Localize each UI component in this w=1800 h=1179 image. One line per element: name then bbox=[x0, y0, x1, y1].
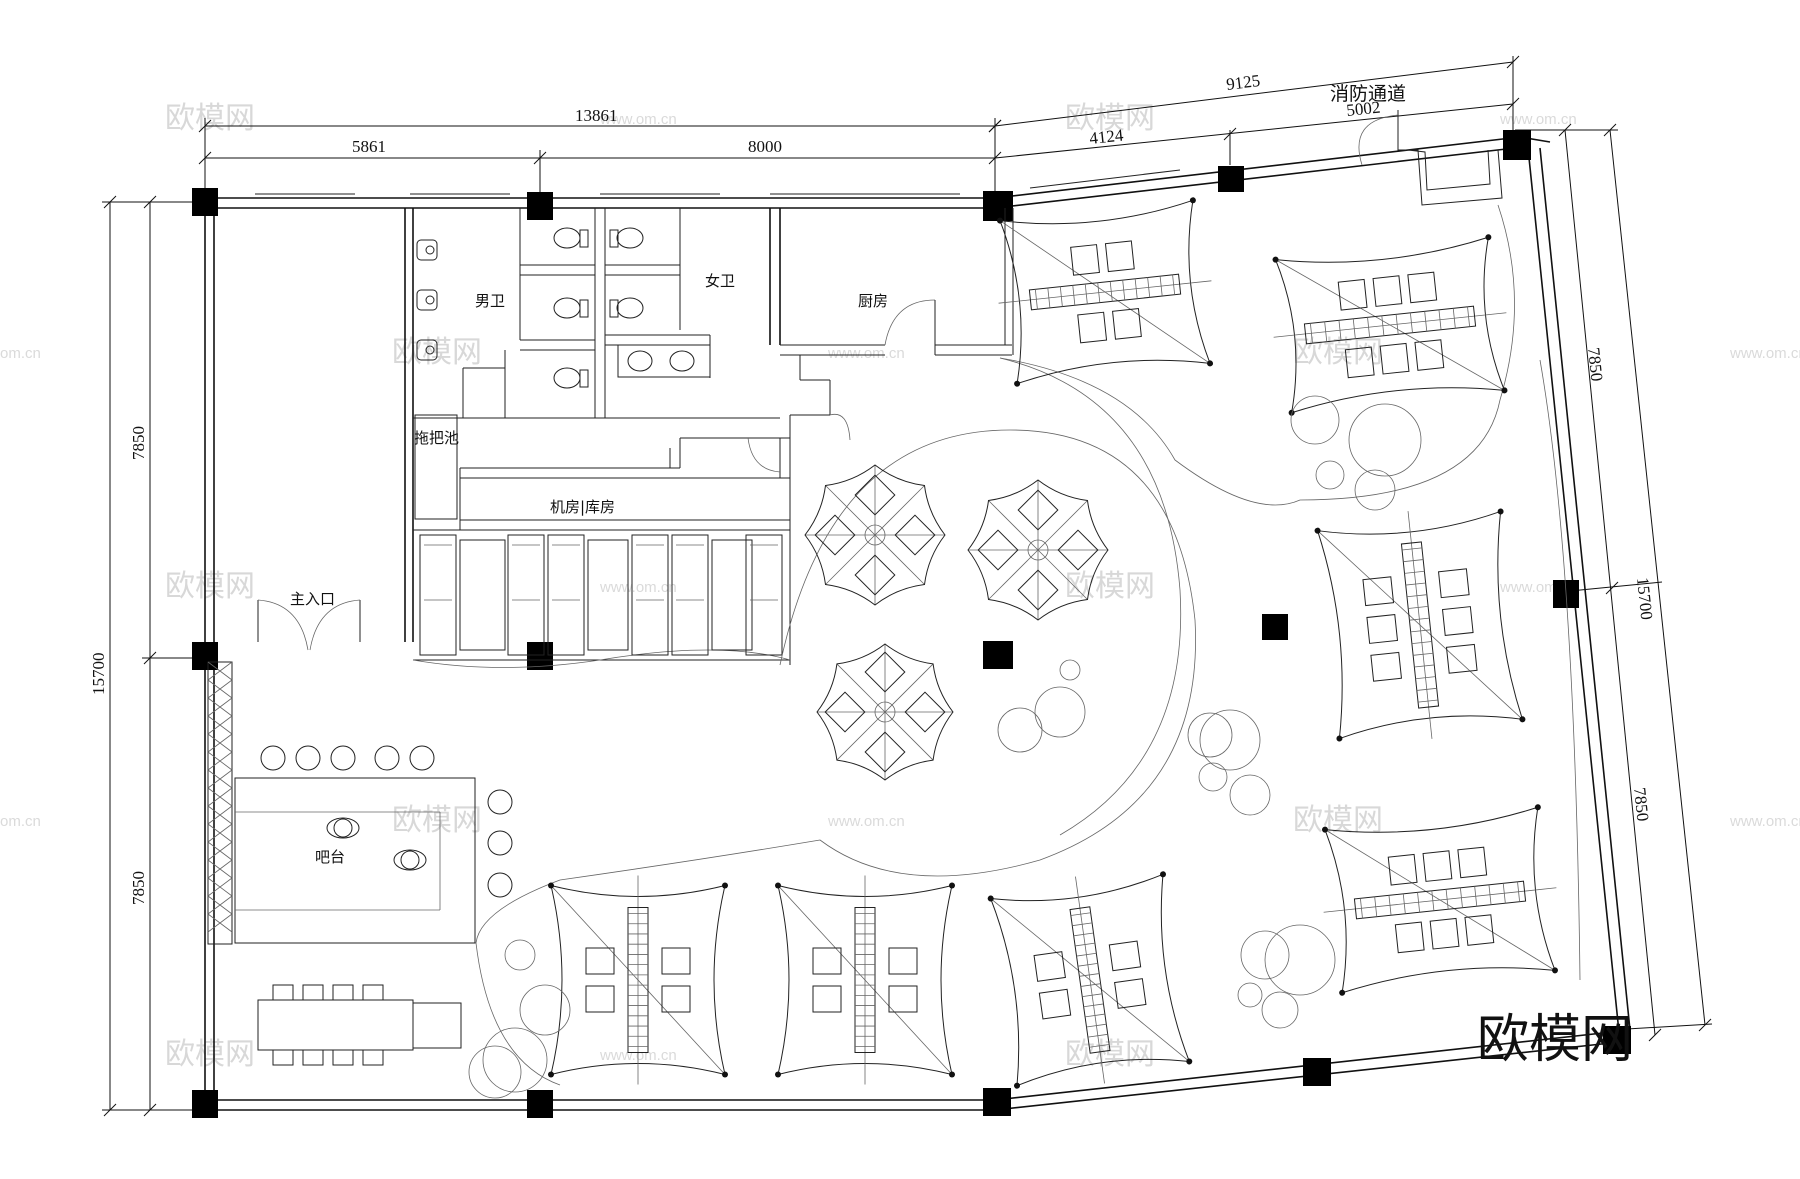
toilet-icon bbox=[553, 297, 589, 319]
structural-columns bbox=[192, 130, 1631, 1118]
watermark-text: 欧模网 bbox=[1293, 803, 1383, 838]
dim-top-total: 13861 bbox=[575, 106, 618, 125]
interior-walls bbox=[207, 110, 1503, 945]
planters bbox=[468, 395, 1422, 1099]
urinal-icon bbox=[416, 339, 438, 361]
tent-table-icon bbox=[1322, 804, 1558, 996]
restroom-fixtures bbox=[416, 227, 711, 389]
umbrella-table-icon bbox=[816, 643, 954, 781]
dim-slanted-total: 9125 bbox=[1225, 71, 1261, 94]
outer-walls bbox=[204, 136, 1631, 1111]
umbrella-table-clusters bbox=[804, 464, 1109, 781]
long-dining-table bbox=[257, 984, 462, 1066]
sink-icon bbox=[627, 350, 653, 372]
label-fire-passage: 消防通道 bbox=[1330, 83, 1406, 105]
tent-table-icon bbox=[775, 875, 955, 1085]
tent-table-icon bbox=[1272, 234, 1508, 416]
room-labels: 男卫 女卫 厨房 拖把池 机房|库房 主入口 吧台 消防通道 bbox=[290, 83, 1406, 866]
watermark-text: 欧模网 bbox=[1065, 101, 1155, 136]
label-mens-restroom: 男卫 bbox=[475, 292, 505, 310]
label-machine-storage: 机房|库房 bbox=[550, 498, 615, 516]
label-womens-restroom: 女卫 bbox=[705, 272, 735, 290]
booth-seating bbox=[419, 534, 783, 656]
dimension-labels: 13861 5861 8000 9125 4124 5002 15700 785… bbox=[89, 71, 1656, 905]
bar-counter bbox=[234, 745, 513, 944]
dim-slanted-right: 5002 bbox=[1345, 98, 1381, 120]
label-main-entrance: 主入口 bbox=[290, 590, 335, 608]
urinal-icon bbox=[416, 289, 438, 311]
dim-left-upper: 7850 bbox=[129, 426, 148, 460]
toilet-icon bbox=[553, 367, 589, 389]
sink-icon bbox=[669, 350, 695, 372]
watermark-text: 欧模网 bbox=[165, 1037, 255, 1072]
label-kitchen: 厨房 bbox=[858, 292, 888, 310]
dim-top-right: 8000 bbox=[748, 137, 782, 156]
toilet-icon bbox=[609, 297, 644, 319]
tent-table-icon bbox=[996, 197, 1214, 387]
dimension-lines bbox=[102, 55, 1713, 1117]
toilet-icon bbox=[609, 227, 644, 249]
watermark-site: www.om.cn bbox=[599, 579, 677, 596]
watermark-site: www.om.cn bbox=[1729, 813, 1800, 830]
brand-watermark: 欧模网 bbox=[1477, 1010, 1633, 1070]
tent-table-icon bbox=[548, 875, 728, 1085]
person-icon bbox=[393, 849, 427, 871]
dim-right-total: 15700 bbox=[1633, 576, 1656, 620]
watermark-site: om.cn bbox=[0, 813, 41, 830]
watermark-site: www.om.cn bbox=[1729, 345, 1800, 362]
tent-table-clusters bbox=[548, 197, 1558, 1089]
urinal-icon bbox=[416, 239, 438, 261]
dim-right-upper: 7850 bbox=[1584, 346, 1606, 382]
tent-table-icon bbox=[987, 871, 1193, 1089]
watermark-text: 欧模网 bbox=[392, 803, 482, 838]
watermark-text: 欧模网 bbox=[1065, 569, 1155, 604]
person-icon bbox=[326, 817, 360, 839]
watermark-site: om.cn bbox=[0, 345, 41, 362]
watermark-site: www.om.cn bbox=[827, 813, 905, 830]
dim-left-total: 15700 bbox=[89, 653, 108, 696]
toilet-icon bbox=[553, 227, 589, 249]
circulation-curves bbox=[475, 204, 1581, 1086]
watermark-site: www.om.cn bbox=[599, 111, 677, 128]
tent-table-icon bbox=[1314, 508, 1526, 742]
dim-top-left: 5861 bbox=[352, 137, 386, 156]
label-bar: 吧台 bbox=[315, 848, 345, 866]
umbrella-table-icon bbox=[967, 479, 1109, 621]
watermark-text: 欧模网 bbox=[165, 569, 255, 604]
dim-slanted-left: 4124 bbox=[1088, 125, 1124, 148]
dim-left-lower: 7850 bbox=[129, 871, 148, 905]
watermark-text: 欧模网 bbox=[165, 101, 255, 136]
umbrella-table-icon bbox=[804, 464, 946, 606]
label-mop-sink: 拖把池 bbox=[414, 429, 459, 447]
watermark-site: www.om.cn bbox=[1499, 111, 1577, 128]
watermark-layer: 欧模网 www.om.cn 欧模网 www.om.cn om.cn 欧模网 ww… bbox=[0, 101, 1800, 1072]
dim-right-lower: 7850 bbox=[1630, 786, 1652, 822]
watermark-site: www.om.cn bbox=[827, 345, 905, 362]
